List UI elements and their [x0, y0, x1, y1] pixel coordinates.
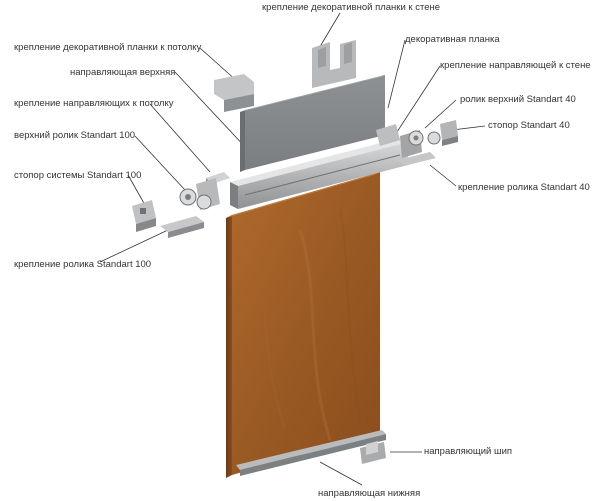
roller-100-assembly [179, 178, 220, 210]
label-rail-ceiling-mount: крепление направляющих к потолку [14, 98, 174, 109]
guide-pin-shape [360, 441, 386, 464]
label-stopper-100: стопор системы Standart 100 [14, 170, 142, 181]
label-roller-mount-40: крепление ролика Standart 40 [458, 182, 590, 193]
roller-40-assembly [376, 124, 441, 166]
label-stopper-40: стопор Standart 40 [488, 120, 570, 131]
label-decor-ceiling-mount: крепление декоративной планки к потолку [14, 42, 202, 53]
door-panel [226, 172, 380, 478]
upper-rail-shape [230, 138, 408, 209]
lower-rail-shape [236, 430, 386, 476]
label-decor-wall-mount: крепление декоративной планки к стене [262, 2, 441, 13]
label-roller-100: верхний ролик Standart 100 [14, 130, 136, 141]
label-decorative-bar: декоративная планка [405, 34, 500, 45]
leader-lines [99, 12, 486, 486]
label-guide-pin: направляющий шип [424, 446, 513, 457]
decor-ceiling-mount-shape [214, 74, 254, 112]
decorative-bar-shape [240, 75, 385, 172]
stopper-40-shape [440, 120, 458, 146]
decor-wall-mount-shape [312, 40, 356, 88]
label-upper-rail: направляющая верхняя [70, 67, 176, 78]
label-roller-mount-100: крепление ролика Standart 100 [14, 259, 152, 270]
label-rail-wall-mount: крепление направляющей к стене [440, 60, 591, 71]
label-roller-40: ролик верхний Standart 40 [460, 94, 576, 105]
stopper-100-shape [132, 200, 156, 232]
label-lower-rail: направляющая нижняя [318, 488, 421, 499]
roller-mount-100-shape [160, 216, 204, 238]
